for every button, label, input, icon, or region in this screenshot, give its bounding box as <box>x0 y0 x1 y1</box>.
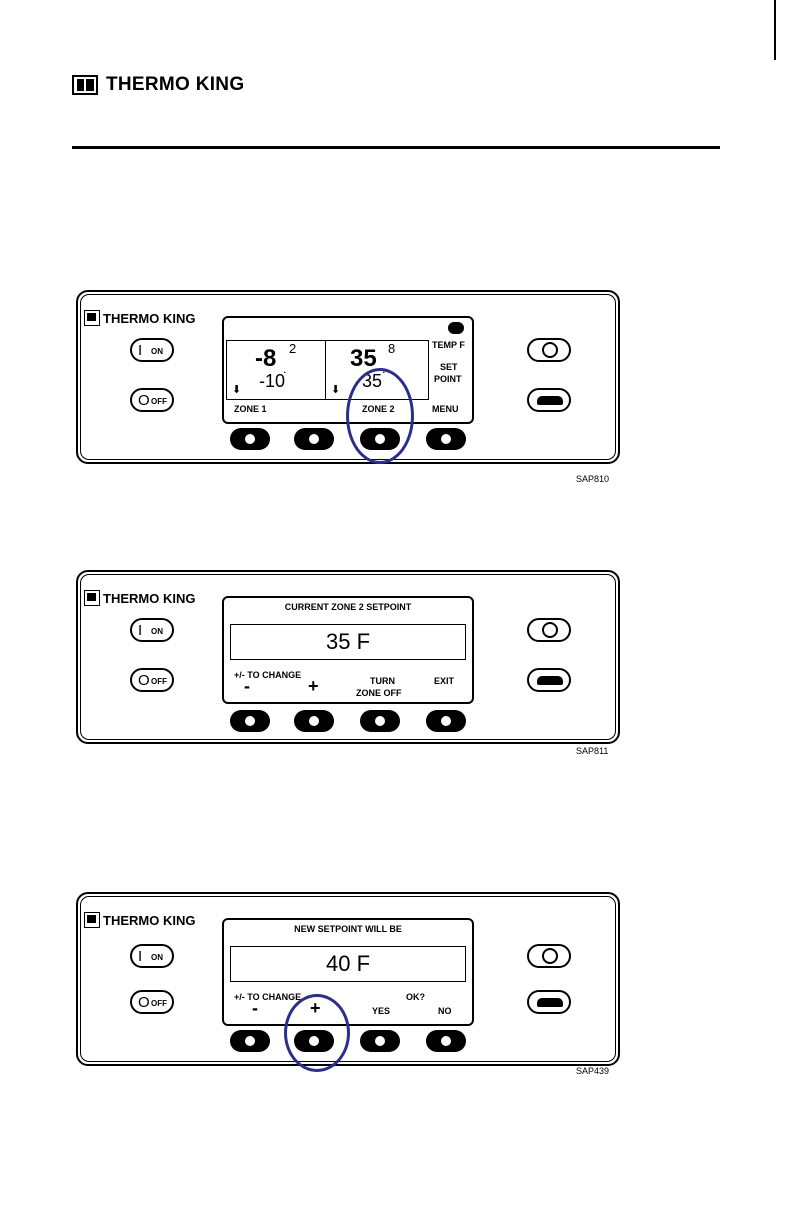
panel-logo: THERMO KING <box>84 912 195 928</box>
zone1-readout: -8 . 2 -10 ⬇ <box>226 340 326 400</box>
setpoint-label-line2: POINT <box>434 374 462 384</box>
tk-logo-icon <box>84 590 100 606</box>
panel-logo: THERMO KING <box>84 590 195 606</box>
off-label: OFF <box>151 397 167 406</box>
gauges-icon <box>542 948 558 964</box>
turtle-icon <box>537 396 563 405</box>
yes-label: YES <box>372 1006 390 1016</box>
tk-logo-icon <box>84 310 100 326</box>
page-edge-line <box>774 0 776 60</box>
off-button[interactable]: O OFF <box>130 388 174 412</box>
off-symbol: O <box>138 672 150 689</box>
plus-label: + <box>308 676 319 697</box>
display-screen: NEW SETPOINT WILL BE 40 F +/- TO CHANGE … <box>222 918 474 1026</box>
panel-brand: THERMO KING <box>103 591 195 606</box>
setpoint-label-line1: SET <box>440 362 458 372</box>
on-symbol: I <box>138 342 142 359</box>
ok-prompt: OK? <box>406 992 425 1002</box>
on-button[interactable]: I ON <box>130 944 174 968</box>
on-label: ON <box>151 953 163 962</box>
controller-panel-3: THERMO KING I ON O OFF NEW SETPOINT WILL… <box>76 892 620 1066</box>
down-arrow-icon: ⬇ <box>232 383 241 396</box>
zone1-softkey-label: ZONE 1 <box>234 404 267 414</box>
figure-id-2: SAP811 <box>576 746 608 756</box>
header-divider <box>72 146 720 149</box>
thermo-king-logo: THERMO KING <box>72 74 244 96</box>
figure-id-1: SAP810 <box>576 474 609 484</box>
controller-panel-1: THERMO KING I ON O OFF -8 . 2 -10 ⬇ 35 .… <box>76 290 620 464</box>
minus-soft-key[interactable] <box>230 1030 270 1052</box>
zone2-decimal: 8 <box>388 341 395 356</box>
on-button[interactable]: I ON <box>130 338 174 362</box>
gauges-icon <box>542 622 558 638</box>
soft-key-1[interactable] <box>230 428 270 450</box>
minus-soft-key[interactable] <box>230 710 270 732</box>
cycle-sentry-button[interactable] <box>527 388 571 412</box>
plus-soft-key[interactable] <box>294 710 334 732</box>
gauges-button[interactable] <box>527 618 571 642</box>
no-label: NO <box>438 1006 452 1016</box>
cycle-sentry-button[interactable] <box>527 990 571 1014</box>
turn-label-line2: ZONE OFF <box>356 688 402 698</box>
highlight-circle <box>284 994 350 1072</box>
controller-panel-2: THERMO KING I ON O OFF CURRENT ZONE 2 SE… <box>76 570 620 744</box>
tk-logo-icon <box>84 912 100 928</box>
turn-zone-off-soft-key[interactable] <box>360 710 400 732</box>
zone1-setpoint: -10 <box>259 371 285 392</box>
off-symbol: O <box>138 994 150 1011</box>
minus-label: - <box>244 676 250 697</box>
on-symbol: I <box>138 622 142 639</box>
exit-soft-key[interactable] <box>426 710 466 732</box>
panel-logo: THERMO KING <box>84 310 195 326</box>
menu-softkey-label: MENU <box>432 404 459 414</box>
no-soft-key[interactable] <box>426 1030 466 1052</box>
on-button[interactable]: I ON <box>130 618 174 642</box>
off-button[interactable]: O OFF <box>130 990 174 1014</box>
turn-label-line1: TURN <box>370 676 395 686</box>
off-label: OFF <box>151 999 167 1008</box>
exit-label: EXIT <box>434 676 454 686</box>
change-instruction: +/- TO CHANGE <box>234 992 301 1002</box>
minus-label: - <box>252 998 258 1019</box>
zone1-decimal: 2 <box>289 341 296 356</box>
down-arrow-icon: ⬇ <box>331 383 340 396</box>
soft-key-2[interactable] <box>294 428 334 450</box>
screen-title: CURRENT ZONE 2 SETPOINT <box>224 602 472 612</box>
zone1-temp: -8 <box>255 345 276 373</box>
gauges-button[interactable] <box>527 338 571 362</box>
display-screen: CURRENT ZONE 2 SETPOINT 35 F +/- TO CHAN… <box>222 596 474 704</box>
off-button[interactable]: O OFF <box>130 668 174 692</box>
soft-key-4[interactable] <box>426 428 466 450</box>
turtle-icon <box>537 998 563 1007</box>
cycle-sentry-button[interactable] <box>527 668 571 692</box>
on-label: ON <box>151 627 163 636</box>
off-symbol: O <box>138 392 150 409</box>
new-setpoint-value: 40 F <box>230 946 466 982</box>
gauges-icon <box>542 342 558 358</box>
highlight-circle <box>346 368 414 464</box>
yes-soft-key[interactable] <box>360 1030 400 1052</box>
on-symbol: I <box>138 948 142 965</box>
figure-id-3: SAP439 <box>576 1066 609 1076</box>
brand-name: THERMO KING <box>106 74 244 96</box>
off-label: OFF <box>151 677 167 686</box>
thermometer-icon <box>448 322 464 334</box>
setpoint-value: 35 F <box>230 624 466 660</box>
gauges-button[interactable] <box>527 944 571 968</box>
screen-title: NEW SETPOINT WILL BE <box>224 924 472 934</box>
temp-unit-label: TEMP F <box>432 340 465 350</box>
panel-brand: THERMO KING <box>103 311 195 326</box>
panel-brand: THERMO KING <box>103 913 195 928</box>
tk-logo-icon <box>72 75 98 95</box>
turtle-icon <box>537 676 563 685</box>
on-label: ON <box>151 347 163 356</box>
